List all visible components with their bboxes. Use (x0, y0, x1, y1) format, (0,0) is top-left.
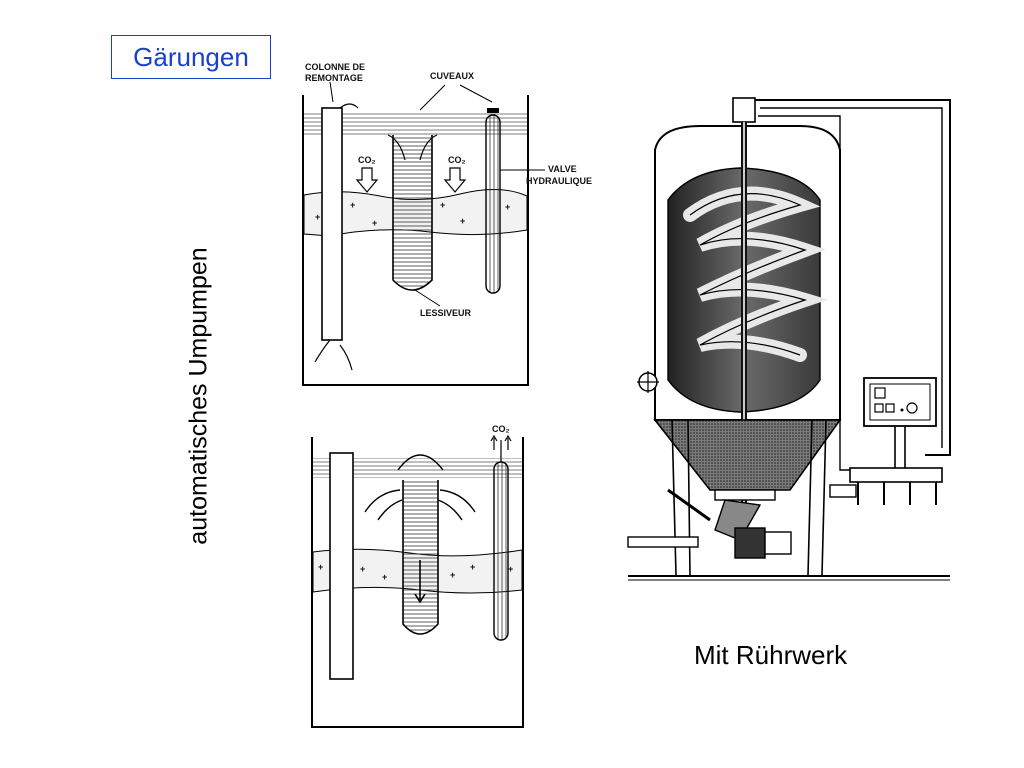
label-co2-right: CO₂ (448, 155, 466, 165)
label-remontage: REMONTAGE (305, 73, 363, 83)
svg-text:+: + (508, 564, 513, 574)
svg-text:+: + (505, 202, 510, 212)
agitator-tank-illustration (627, 97, 951, 581)
svg-text:+: + (372, 218, 377, 228)
label-co2-left: CO₂ (358, 155, 376, 165)
svg-text:+: + (350, 200, 355, 210)
slide-title: Gärungen (111, 35, 271, 79)
svg-text:+: + (382, 572, 387, 582)
svg-text:+: + (318, 562, 323, 572)
label-co2-bottom: CO₂ (492, 424, 510, 434)
label-hydraulique: HYDRAULIQUE (526, 176, 592, 186)
svg-text:+: + (450, 570, 455, 580)
svg-text:+: + (470, 562, 475, 572)
bottom-vat-diagram: + + + + + + CO₂ (311, 424, 524, 728)
tank-caption: Mit Rührwerk (694, 640, 848, 670)
label-colonne: COLONNE DE (305, 62, 365, 72)
top-vat-diagram: + + + + + + COLONNE DE REMONTAGE CUVEAUX… (302, 62, 592, 386)
label-valve: VALVE (548, 164, 577, 174)
svg-text:+: + (360, 564, 365, 574)
svg-text:+: + (440, 200, 445, 210)
svg-text:+: + (460, 216, 465, 226)
label-cuveaux: CUVEAUX (430, 71, 474, 81)
label-lessiveur: LESSIVEUR (420, 308, 472, 318)
svg-text:+: + (315, 212, 320, 222)
